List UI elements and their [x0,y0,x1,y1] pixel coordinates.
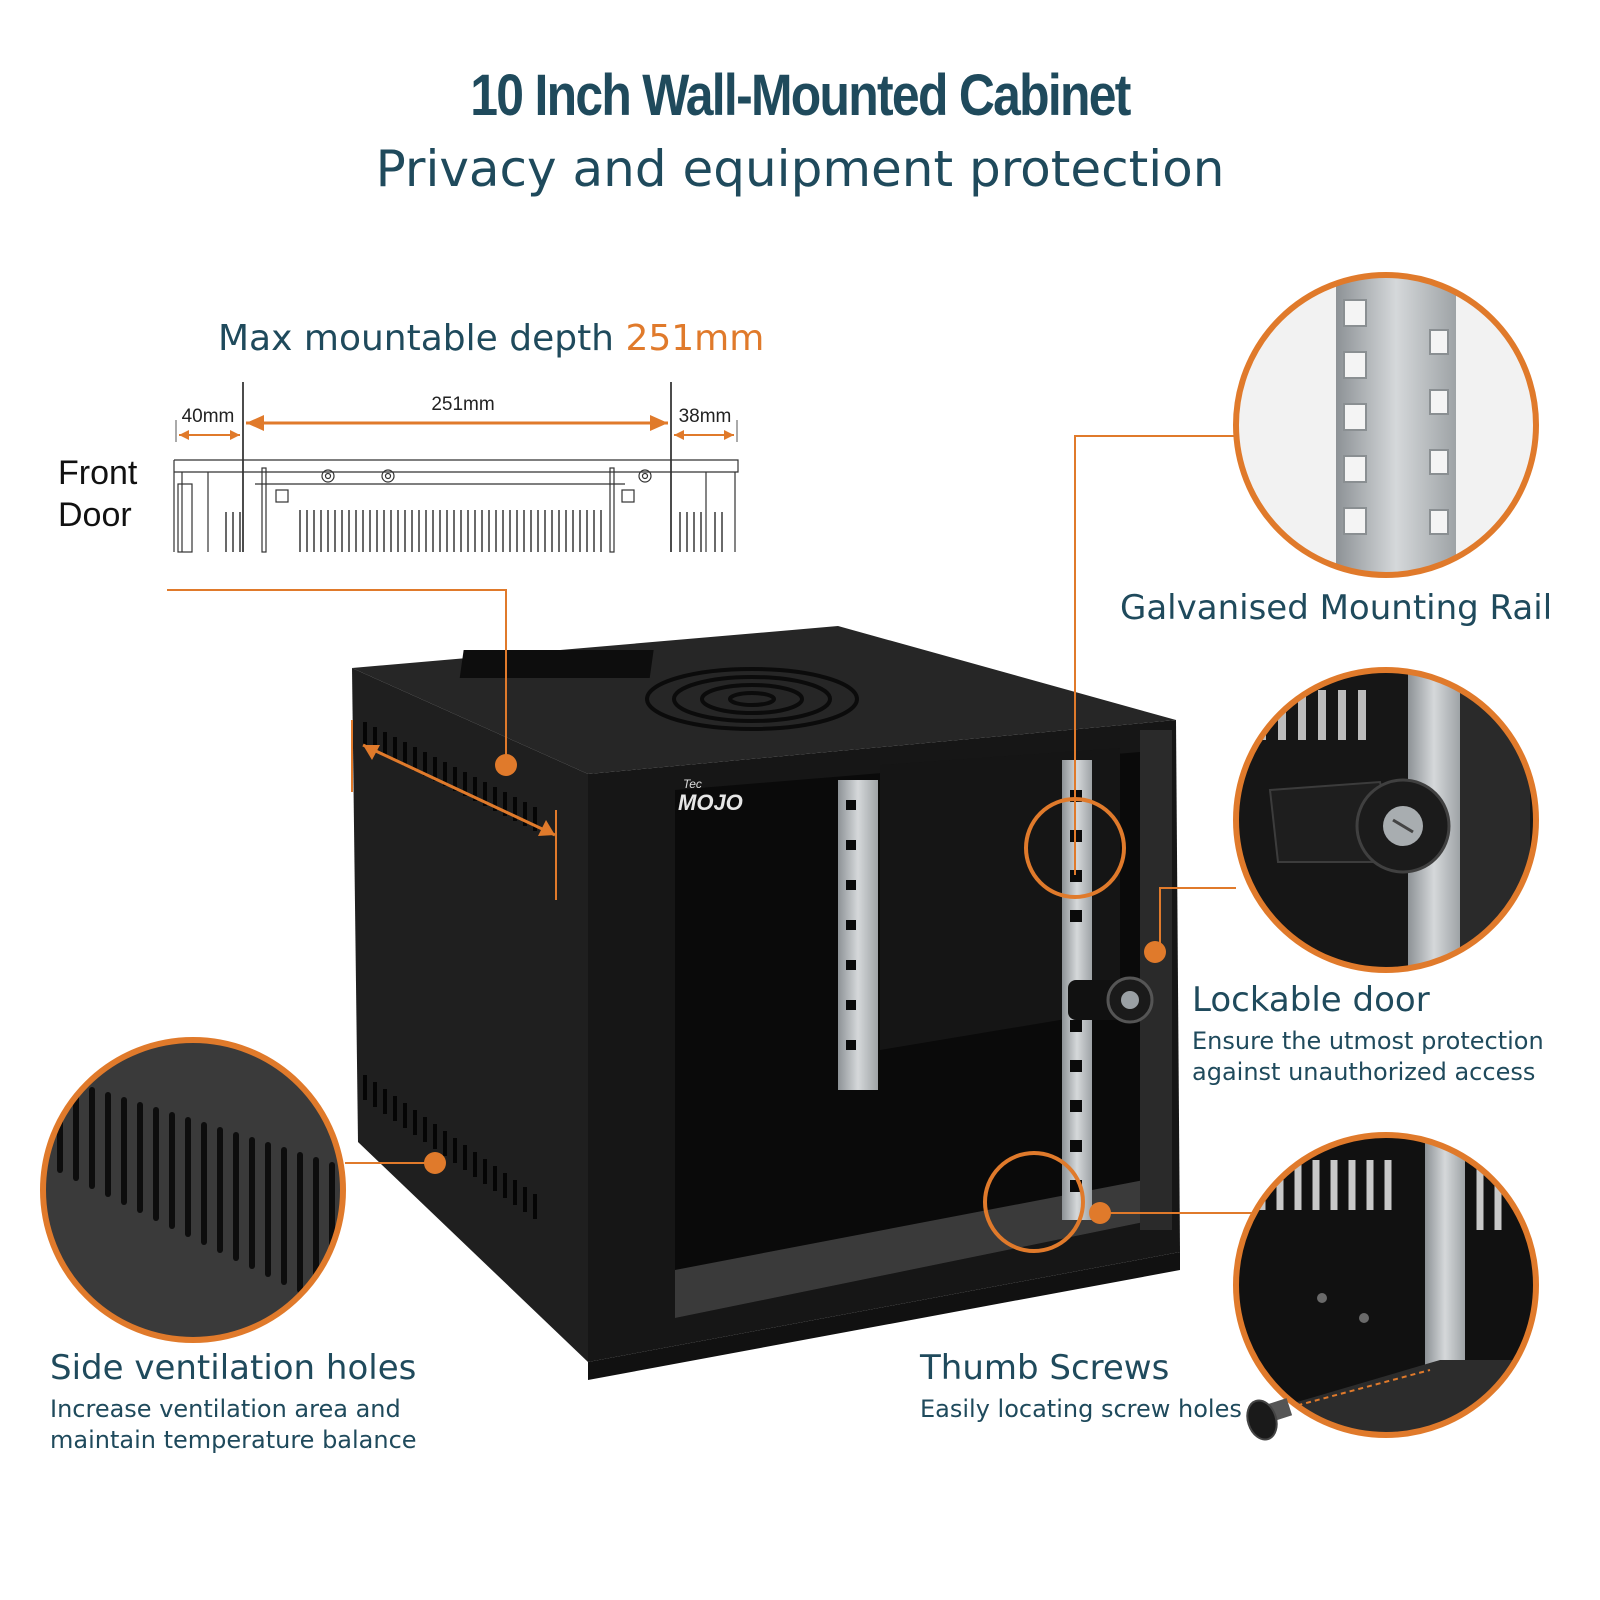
depth-diagram: 40mm 251mm 38mm [173,382,739,553]
front-door-label-line1: Front [58,454,138,492]
connector-dots [424,754,1166,1224]
screws-caption: Thumb Screws Easily locating screw holes [920,1348,1242,1425]
screws-heading: Thumb Screws [920,1348,1170,1388]
screw-detail-circle [1233,1132,1539,1441]
lock-desc-line1: Ensure the utmost protection [1192,1027,1544,1055]
lock-detail-circle [1233,667,1539,973]
lock-desc-line2: against unauthorized access [1192,1058,1536,1086]
cabinet-side [352,668,588,1362]
lock-caption: Lockable door Ensure the utmost protecti… [1192,980,1544,1088]
top-vent-slot [459,650,654,678]
cabinet: Tec MOJO [352,626,1180,1380]
diagram-vent-slots [225,510,723,552]
dim-label-rear: 38mm [679,406,732,427]
cabinet-back-wall [880,748,1120,1050]
dim-label-depth: 251mm [431,394,494,415]
vent-caption: Side ventilation holes Increase ventilat… [50,1348,417,1456]
connector-lines [167,435,1270,1214]
door-lock [1068,976,1154,1024]
vent-desc-line2: maintain temperature balance [50,1426,417,1454]
rail-detail-circle [1233,272,1539,578]
cabinet-side-outline [173,459,739,553]
depth-value: 251mm [625,318,765,359]
brand-small: Tec [683,777,702,791]
dim-label-front: 40mm [182,406,235,427]
dim-arrow-depth [246,415,668,431]
front-door-label-line2: Door [58,496,132,534]
page-subtitle: Privacy and equipment protection [375,140,1225,198]
page-title: 10 Inch Wall-Mounted Cabinet [470,63,1131,128]
dim-arrow-front [179,430,240,440]
vent-detail-circle [40,1037,346,1343]
cabinet-base [588,1252,1180,1380]
thumb-screw-icon [1246,1398,1293,1441]
cabinet-floor [675,1180,1144,1318]
lock-heading: Lockable door [1192,980,1430,1020]
depth-title: Max mountable depth 251mm [218,318,764,359]
screws-desc-line1: Easily locating screw holes [920,1395,1242,1423]
fan-grille [645,667,859,731]
vent-desc-line1: Increase ventilation area and [50,1395,401,1423]
front-door-label: Front Door [58,452,137,536]
glass-door-edge [1140,730,1172,1230]
vent-heading: Side ventilation holes [50,1348,417,1388]
highlight-rings [983,797,1126,1253]
dim-arrow-rear [674,430,734,440]
brand-logo: MOJO [678,790,743,815]
front-rail-left [838,780,878,1090]
depth-label: Max mountable depth [218,318,614,359]
rail-heading: Galvanised Mounting Rail [1120,588,1553,628]
